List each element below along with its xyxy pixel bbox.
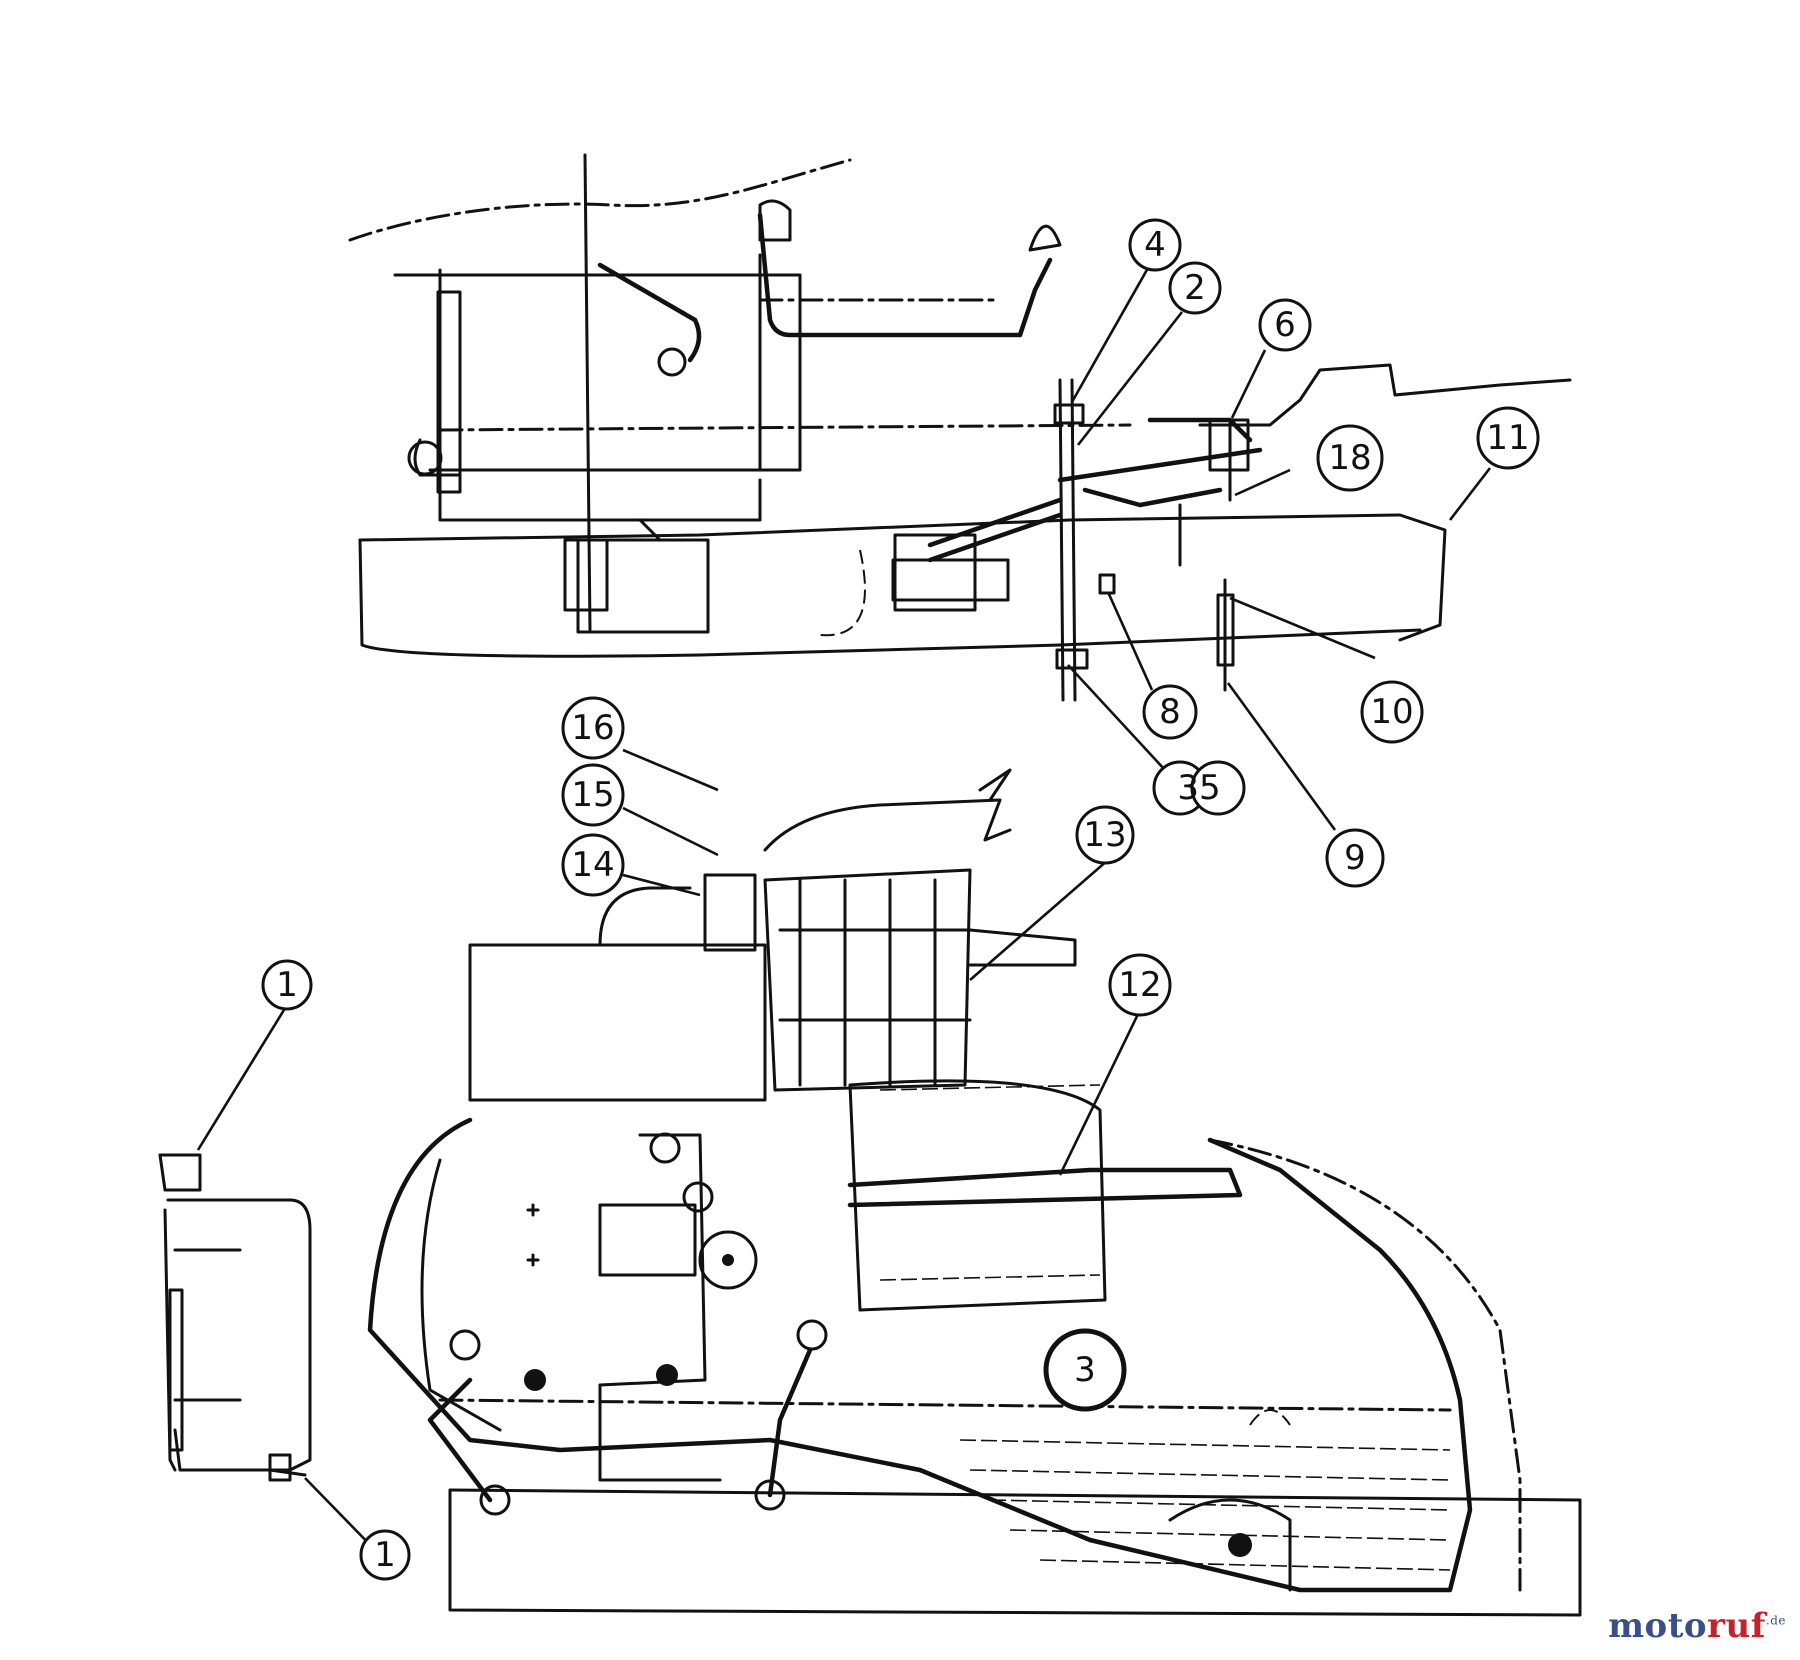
callout-10: 10 [1360, 680, 1424, 744]
callout-label: 15 [571, 775, 614, 815]
callout-label: 2 [1184, 268, 1206, 308]
callout-label: 14 [571, 845, 614, 885]
callout-16: 16 [561, 696, 625, 760]
callout-1-top: 1 [261, 959, 313, 1011]
callout-2: 2 [1168, 261, 1222, 315]
callout-15: 15 [561, 763, 625, 827]
callout-9: 9 [1325, 828, 1385, 888]
callout-8: 8 [1142, 684, 1198, 740]
callout-12: 12 [1108, 953, 1172, 1017]
callout-3: 3 [1045, 1330, 1125, 1410]
lower-assembly-drawing [367, 768, 1582, 1617]
leader-lines [196, 267, 1492, 1556]
callout-4: 4 [1128, 218, 1182, 272]
callout-11: 11 [1476, 406, 1540, 470]
callout-1-bottom: 1 [359, 1529, 411, 1581]
callout-label: 12 [1118, 965, 1161, 1005]
watermark-main: moto [1608, 1606, 1708, 1646]
callout-13: 13 [1075, 805, 1135, 865]
callout-label: 3 [1074, 1350, 1096, 1390]
callout-label: 6 [1274, 305, 1296, 345]
callout-18: 18 [1316, 424, 1384, 492]
watermark-accent: ruf [1707, 1606, 1766, 1646]
callout-label: 4 [1144, 225, 1166, 265]
callout-14: 14 [561, 833, 625, 897]
callout-35: 35 [1152, 760, 1246, 816]
callout-6: 6 [1258, 298, 1312, 352]
callout-label: 9 [1344, 838, 1366, 878]
callout-label: 8 [1159, 692, 1181, 732]
callout-label: 35 [1177, 768, 1220, 808]
upper-assembly-drawing [348, 153, 1572, 702]
callout-label: 18 [1328, 438, 1371, 478]
watermark-logo: motoruf.de [1608, 1606, 1786, 1646]
callout-label: 11 [1486, 418, 1529, 458]
callout-label: 1 [374, 1535, 396, 1575]
side-cover-drawing [158, 1153, 312, 1482]
callout-label: 1 [276, 965, 298, 1005]
callout-label: 10 [1370, 692, 1413, 732]
callout-label: 16 [571, 708, 614, 748]
watermark-suffix: .de [1765, 1613, 1786, 1628]
callout-label: 13 [1083, 815, 1126, 855]
